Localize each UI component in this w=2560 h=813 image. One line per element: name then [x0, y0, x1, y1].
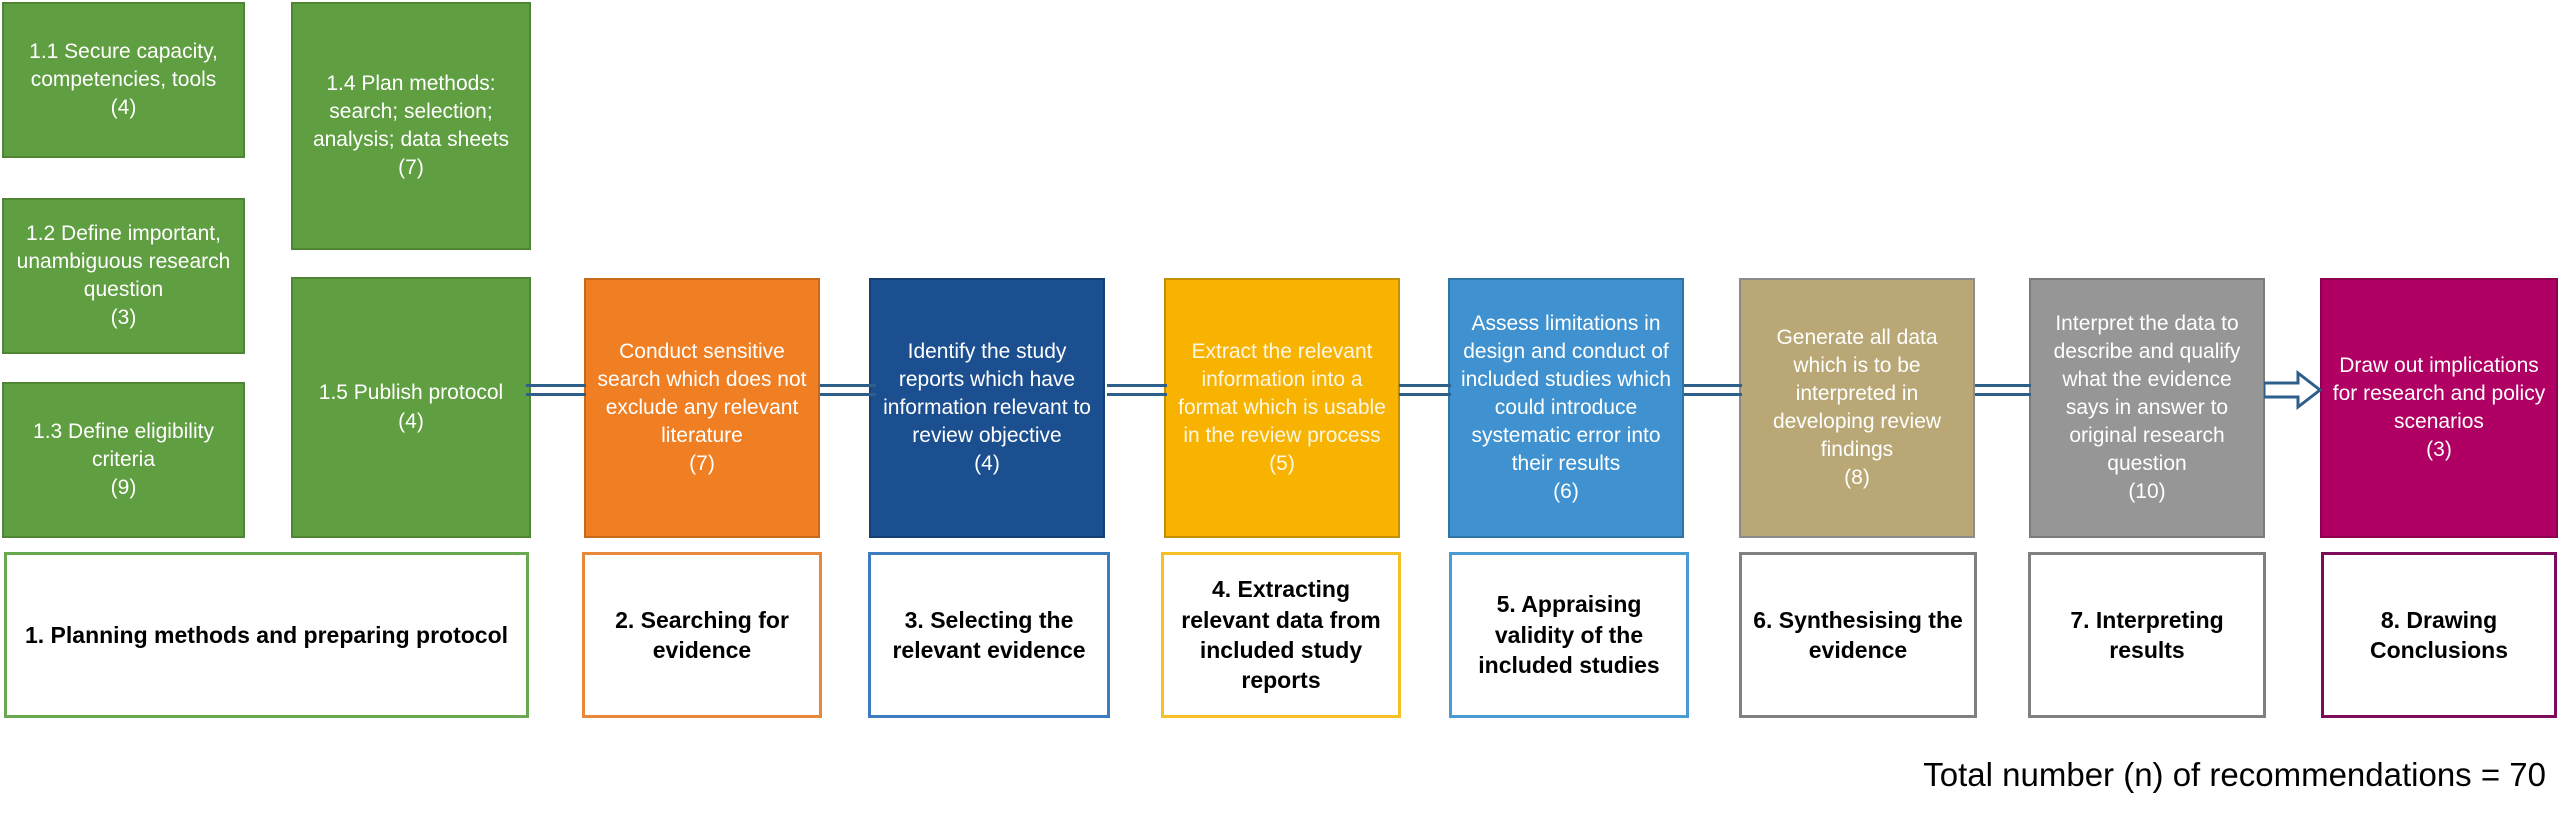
connector-line-bottom — [1399, 393, 1451, 396]
detail-1-1-label: 1.1 Secure capacity, competencies, tools — [29, 39, 218, 91]
connector-line-top — [1975, 384, 2031, 387]
connector-stage-1-to-2 — [526, 384, 586, 396]
detail-1-4-label: 1.4 Plan methods: search; selection; ana… — [312, 71, 510, 151]
detail-1-2-count: (3) — [110, 306, 137, 330]
detail-1-3-label: 1.3 Define eligibility criteria — [33, 419, 214, 471]
connector-line-bottom — [1107, 393, 1167, 396]
connector-line-top — [1684, 384, 1742, 387]
detail-box-stage-2-text: Conduct sensitive search which does not … — [596, 338, 808, 479]
detail-box-1-5: 1.5 Publish protocol (4) — [291, 277, 531, 538]
connector-line-bottom — [820, 393, 876, 396]
connector-line-bottom — [1975, 393, 2031, 396]
connector-line-top — [1107, 384, 1167, 387]
detail-box-stage-4: Extract the relevant information into a … — [1164, 278, 1400, 538]
detail-stage-6-label: Generate all data which is to be interpr… — [1772, 325, 1942, 462]
stage-box-8[interactable]: 8. Drawing Conclusions — [2321, 552, 2557, 718]
connector-line-top — [820, 384, 876, 387]
detail-box-stage-2: Conduct sensitive search which does not … — [584, 278, 820, 538]
detail-1-1-count: (4) — [110, 96, 137, 120]
detail-stage-3-count: (4) — [974, 452, 1000, 476]
detail-box-stage-3: Identify the study reports which have in… — [869, 278, 1105, 538]
detail-stage-4-count: (5) — [1269, 452, 1295, 476]
stage-box-4[interactable]: 4. Extracting relevant data from include… — [1161, 552, 1401, 718]
connector-stage-2-to-3 — [820, 384, 876, 396]
detail-box-1-2: 1.2 Define important, unambiguous resear… — [2, 198, 245, 354]
detail-box-stage-5-text: Assess limitations in design and conduct… — [1460, 310, 1672, 507]
detail-box-stage-5: Assess limitations in design and conduct… — [1448, 278, 1684, 538]
detail-box-1-1: 1.1 Secure capacity, competencies, tools… — [2, 2, 245, 158]
detail-box-1-1-text: 1.1 Secure capacity, competencies, tools… — [14, 38, 233, 122]
detail-box-1-3: 1.3 Define eligibility criteria (9) — [2, 382, 245, 538]
detail-box-stage-6-text: Generate all data which is to be interpr… — [1751, 324, 1963, 493]
detail-stage-3-label: Identify the study reports which have in… — [883, 339, 1091, 448]
detail-box-stage-3-text: Identify the study reports which have in… — [881, 338, 1093, 479]
connector-line-bottom — [1684, 393, 1742, 396]
detail-1-2-label: 1.2 Define important, unambiguous resear… — [16, 221, 231, 301]
detail-box-1-5-text: 1.5 Publish protocol (4) — [303, 379, 519, 435]
detail-stage-8-count: (3) — [2426, 438, 2452, 462]
stage-box-1[interactable]: 1. Planning methods and preparing protoc… — [4, 552, 529, 718]
stage-box-5[interactable]: 5. Appraising validity of the included s… — [1449, 552, 1689, 718]
detail-stage-5-count: (6) — [1553, 480, 1579, 504]
detail-box-1-3-text: 1.3 Define eligibility criteria (9) — [14, 418, 233, 502]
connector-stage-3-to-4 — [1107, 384, 1167, 396]
connector-stage-5-to-6 — [1684, 384, 1742, 396]
stage-box-2[interactable]: 2. Searching for evidence — [582, 552, 822, 718]
detail-1-4-count: (7) — [398, 156, 424, 180]
detail-box-stage-8-text: Draw out implications for research and p… — [2332, 352, 2546, 465]
connector-line-bottom — [526, 393, 586, 396]
detail-box-stage-4-text: Extract the relevant information into a … — [1176, 338, 1388, 479]
connector-stage-4-to-5 — [1399, 384, 1451, 396]
detail-box-stage-6: Generate all data which is to be interpr… — [1739, 278, 1975, 538]
detail-stage-5-label: Assess limitations in design and conduct… — [1460, 311, 1672, 476]
detail-box-1-2-text: 1.2 Define important, unambiguous resear… — [14, 220, 233, 333]
detail-1-3-count: (9) — [110, 476, 137, 500]
detail-box-stage-8: Draw out implications for research and p… — [2320, 278, 2558, 538]
detail-stage-2-count: (7) — [689, 452, 715, 476]
stage-box-6[interactable]: 6. Synthesising the evidence — [1739, 552, 1977, 718]
stage-box-7[interactable]: 7. Interpreting results — [2028, 552, 2266, 718]
detail-1-5-count: (4) — [398, 409, 424, 433]
arrow-icon — [2262, 369, 2323, 411]
connector-line-top — [1399, 384, 1451, 387]
detail-box-1-4: 1.4 Plan methods: search; selection; ana… — [291, 2, 531, 250]
connector-stage-6-to-7 — [1975, 384, 2031, 396]
detail-stage-6-count: (8) — [1844, 466, 1870, 490]
detail-stage-7-count: (10) — [2128, 480, 2166, 504]
connector-arrow-stage-7-to-8 — [2262, 368, 2324, 412]
detail-box-stage-7-text: Interpret the data to describe and quali… — [2041, 310, 2253, 507]
detail-stage-4-label: Extract the relevant information into a … — [1178, 339, 1386, 448]
detail-stage-7-label: Interpret the data to describe and quali… — [2053, 311, 2241, 476]
detail-stage-2-label: Conduct sensitive search which does not … — [597, 339, 807, 448]
stage-box-3[interactable]: 3. Selecting the relevant evidence — [868, 552, 1110, 718]
detail-1-5-label: 1.5 Publish protocol — [318, 381, 504, 405]
detail-box-1-4-text: 1.4 Plan methods: search; selection; ana… — [303, 70, 519, 183]
total-recommendations-caption: Total number (n) of recommendations = 70 — [1923, 756, 2546, 793]
detail-stage-8-label: Draw out implications for research and p… — [2332, 353, 2546, 433]
detail-box-stage-7: Interpret the data to describe and quali… — [2029, 278, 2265, 538]
connector-line-top — [526, 384, 586, 387]
